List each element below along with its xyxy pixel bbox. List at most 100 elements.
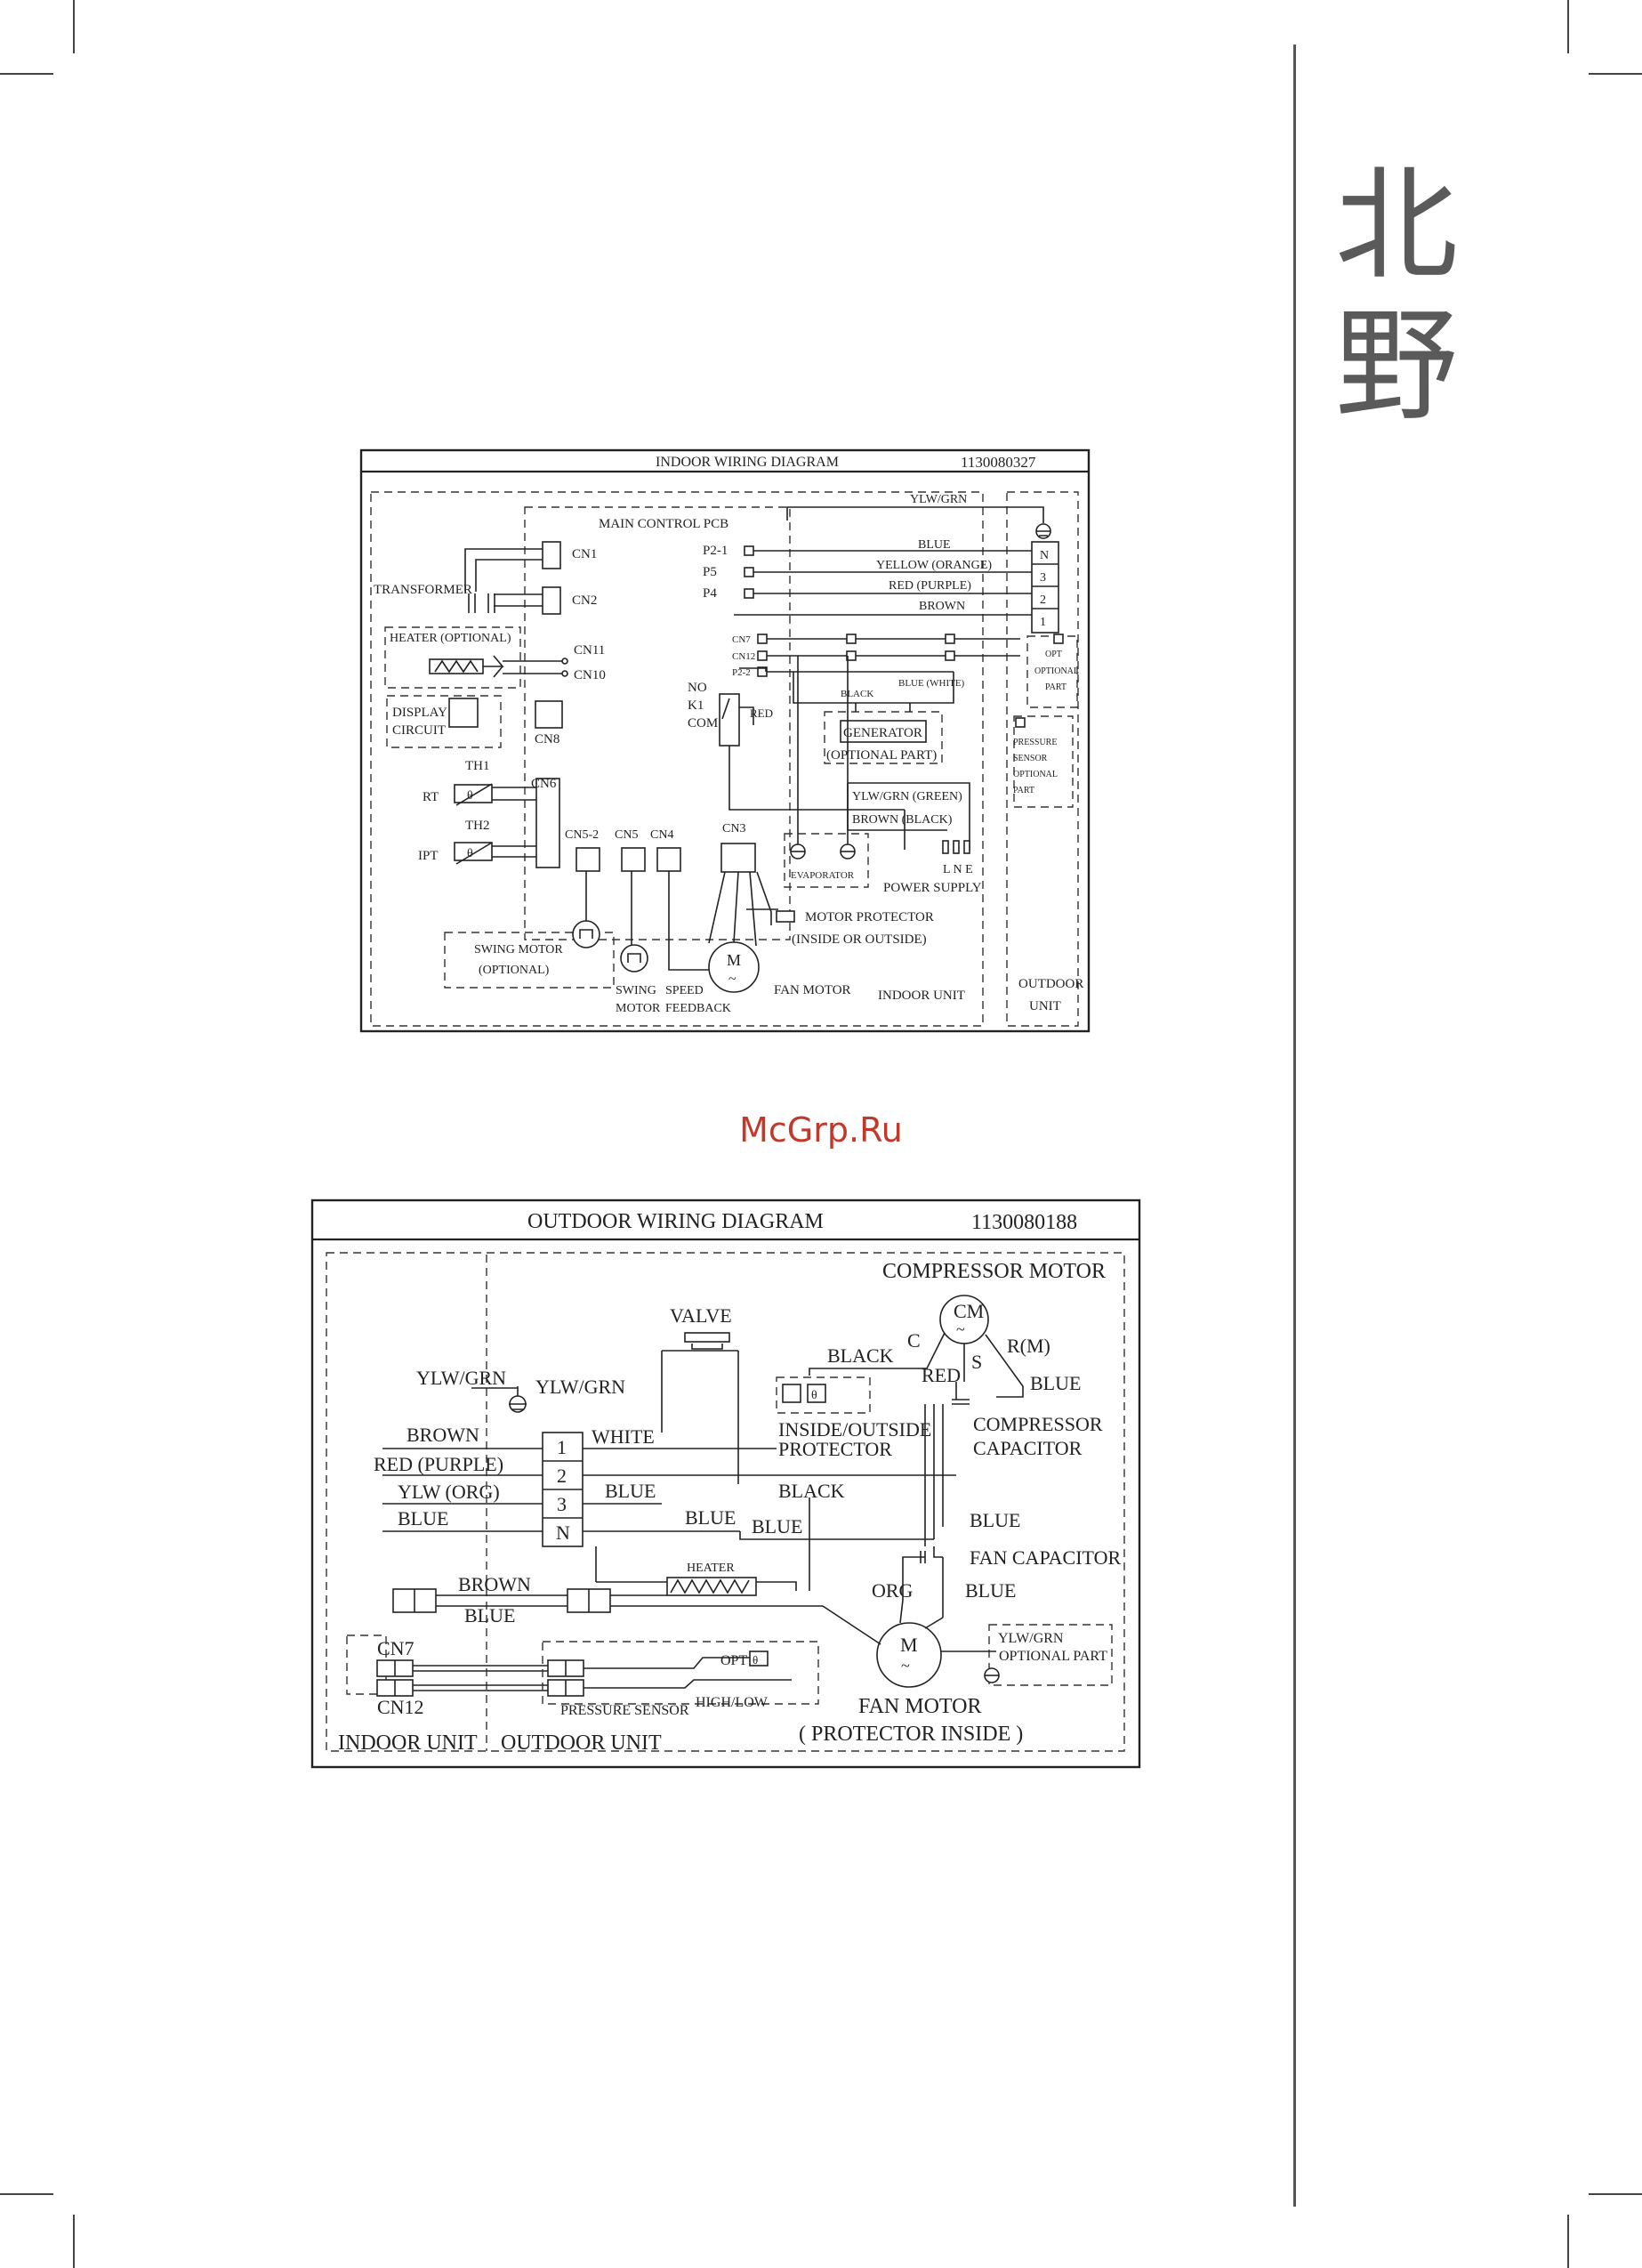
brand-logo: 北 野 (1325, 156, 1468, 437)
swing-optional-label: (OPTIONAL) (479, 964, 550, 977)
indoor-wiring-diagram: INDOOR WIRING DIAGRAM 1130080327 MAIN CO… (359, 448, 1091, 1033)
wire-brown: BROWN (919, 600, 965, 613)
blue-label: BLUE (605, 1480, 656, 1502)
heater-label: HEATER (687, 1562, 735, 1575)
outdoor-unit-label: OUTDOOR (1018, 977, 1083, 991)
terminal-r: R(M) (1007, 1335, 1050, 1357)
svg-text:3: 3 (1040, 571, 1046, 585)
ylw-org-label: YLW (ORG) (398, 1481, 500, 1503)
motor-protector-label: MOTOR PROTECTOR (805, 910, 934, 924)
org-label: ORG (872, 1579, 914, 1602)
heater-icon (666, 1577, 757, 1596)
terminal-c: C (907, 1329, 921, 1352)
evaporator-label: EVAPORATOR (791, 870, 855, 881)
svg-text:1: 1 (1040, 616, 1046, 629)
outdoor-code: 1130080188 (971, 1211, 1077, 1234)
relay-label: COM (688, 716, 718, 730)
transformer-label: TRANSFORMER (374, 583, 472, 597)
crop-mark (1589, 2193, 1642, 2195)
brown-black-label: BROWN (BLACK) (852, 813, 953, 827)
fan-motor-icon (876, 1622, 942, 1688)
heater-label: HEATER (OPTIONAL) (390, 632, 511, 645)
crop-mark (73, 0, 75, 53)
svg-text:M: M (900, 1634, 918, 1656)
svg-text:N: N (1040, 549, 1049, 562)
thermistor-icon (454, 842, 493, 861)
fan-capacitor-label: FAN CAPACITOR (970, 1546, 1121, 1569)
valve-icon (684, 1332, 730, 1343)
side-rule (1293, 44, 1296, 2207)
indoor-code: 1130080327 (961, 454, 1036, 471)
p4-label: P4 (703, 586, 717, 601)
p2-2-label: P2-2 (732, 667, 751, 678)
opt-part-label: OPTIONAL (1034, 666, 1079, 676)
brown-label: BROWN (458, 1573, 531, 1595)
generator-icon (840, 720, 927, 743)
p5-label: P5 (703, 565, 717, 579)
outdoor-unit-boundary (1006, 491, 1079, 1027)
relay-label: NO (688, 681, 707, 695)
red-purple-label: RED (PURPLE) (374, 1453, 503, 1475)
svg-text:1: 1 (557, 1436, 567, 1458)
th2-label: TH2 (465, 819, 490, 833)
pressure-label: OPTIONAL (1013, 770, 1058, 779)
fan-motor-label: FAN MOTOR (858, 1695, 981, 1718)
wire-blue: BLUE (918, 538, 951, 552)
pressure-label: PART (1013, 786, 1034, 795)
blue-label: BLUE (752, 1515, 802, 1538)
pcb-label: MAIN CONTROL PCB (599, 517, 728, 531)
cn10-label: CN10 (574, 668, 606, 682)
crop-mark (0, 73, 53, 75)
brand-char: 野 (1334, 295, 1458, 438)
compressor-motor-label: COMPRESSOR MOTOR (882, 1260, 1106, 1283)
svg-text:3: 3 (557, 1493, 567, 1515)
relay-icon (719, 693, 740, 747)
speed-feedback-label: SPEED (665, 984, 704, 997)
cn5-2-label: CN5-2 (565, 828, 599, 842)
outdoor-wiring-diagram: OUTDOOR WIRING DIAGRAM 1130080188 COMPRE… (310, 1199, 1141, 1769)
black-label: BLACK (827, 1344, 894, 1367)
svg-text:2: 2 (557, 1465, 567, 1487)
watermark: McGrp.Ru (739, 1110, 903, 1150)
wire-ylwgrn: YLW/GRN (910, 493, 967, 506)
black-label: BLACK (778, 1480, 845, 1502)
protector-label: PROTECTOR (778, 1438, 892, 1460)
indoor-unit-label: INDOOR UNIT (338, 1731, 478, 1755)
optional-part-label: (OPTIONAL PART) (826, 748, 937, 763)
high-low-label: HIGH/LOW (696, 1695, 769, 1710)
crop-mark (73, 2215, 75, 2268)
ipt-label: IPT (418, 849, 439, 863)
svg-text:θ: θ (811, 1389, 817, 1402)
relay-label: K1 (688, 698, 704, 713)
red-label: RED (750, 706, 773, 720)
fan-motor-label: FAN MOTOR (774, 983, 851, 997)
cn12-label: CN12 (377, 1696, 424, 1718)
power-supply-label: POWER SUPPLY (883, 881, 982, 895)
pressure-sensor-label: PRESSURE SENSOR (560, 1703, 689, 1718)
cn5-label: CN5 (615, 828, 638, 842)
svg-text:~: ~ (956, 1320, 965, 1338)
outdoor-unit-label: OUTDOOR UNIT (501, 1731, 662, 1755)
blue-label: BLUE (970, 1509, 1020, 1531)
p2-1-label: P2-1 (703, 544, 728, 558)
blue-label: BLUE (685, 1506, 736, 1529)
crop-mark (1567, 2215, 1569, 2268)
svg-text:~: ~ (728, 972, 736, 987)
crop-mark (1567, 0, 1569, 53)
swing-motor-label: MOTOR (616, 1002, 661, 1015)
speed-feedback-label: FEEDBACK (665, 1002, 731, 1015)
ylwgrn-green-label: YLW/GRN (GREEN) (852, 790, 962, 803)
svg-text:CM: CM (954, 1300, 984, 1322)
cn7-label: CN7 (377, 1637, 415, 1659)
cn4-label: CN4 (650, 828, 673, 842)
crop-mark (1589, 73, 1642, 75)
main-pcb-boundary (524, 506, 791, 940)
ylwgrn-label: YLW/GRN (535, 1376, 625, 1398)
comp-cap-label: COMPRESSOR (973, 1413, 1103, 1435)
lne-label: L N E (943, 863, 973, 876)
black-label: BLACK (841, 689, 873, 699)
ylwgrn-label: YLW/GRN (416, 1367, 506, 1389)
motor-protector-label: (INSIDE OR OUTSIDE) (792, 932, 927, 947)
cn1-label: CN1 (572, 547, 597, 561)
opt-part-label: OPT (1045, 650, 1062, 659)
